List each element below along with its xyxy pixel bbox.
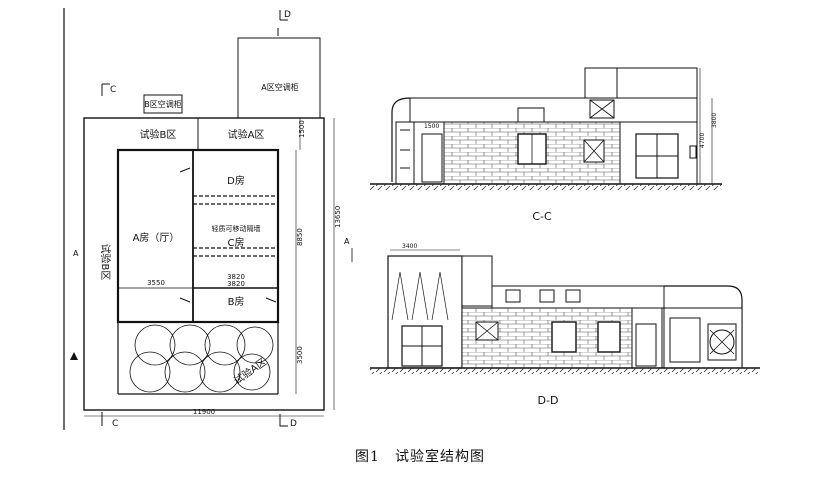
dim-8850: 8850	[296, 228, 304, 246]
dd-window-2	[597, 321, 621, 353]
dd-ac-fan	[709, 329, 735, 355]
cc-section-label: C-C	[532, 210, 552, 223]
b-zone-ac-unit	[143, 94, 183, 114]
dim-3820-a: 3820	[227, 273, 245, 281]
cc-duct-curve	[391, 97, 411, 182]
dim-1500: 1500	[298, 120, 306, 138]
figure-caption: 图1 试验室结构图	[355, 449, 485, 465]
dd-window-1	[551, 321, 577, 353]
room-b-label: B房	[228, 295, 245, 308]
zone-b-left-label: 试验B区	[99, 244, 112, 281]
diffuser-circles	[129, 324, 274, 393]
room-c-label: C房	[228, 236, 245, 249]
cc-roof-unit	[584, 67, 698, 99]
a-zone-ac-unit	[237, 37, 321, 119]
door-swing-3	[265, 297, 277, 303]
dd-left-upper-box	[461, 255, 493, 307]
cc-duct-unit	[395, 121, 415, 185]
arrow-a-right-label: A	[344, 237, 350, 246]
b-zone-ac-label: B区空调柜	[144, 99, 182, 109]
arrow-a-left-label: A	[73, 249, 79, 258]
dd-ac-housing	[664, 285, 743, 368]
zone-a-top-label: 试验A区	[228, 128, 265, 141]
inner-block	[116, 148, 280, 324]
dim-3820-b: 3820	[227, 280, 245, 288]
cc-dim-4700: 4700	[699, 133, 706, 148]
cc-dim-3800: 3800	[711, 113, 718, 128]
dd-dim-3400: 3400	[402, 243, 417, 250]
cc-upper-beam	[409, 97, 698, 123]
svg-text:C: C	[112, 419, 118, 429]
cc-door	[421, 133, 443, 183]
section-d-d: 3400 D-D	[370, 243, 760, 407]
floor-plan: D C C D B区空调柜 A区空调柜 试验B区 试验A区	[63, 8, 353, 430]
cut-marker-c-left-bottom: C	[101, 412, 118, 429]
dim-13650: 13650	[334, 206, 342, 228]
dd-upper-vent-2	[539, 289, 555, 303]
section-c-c: 1500 4700 3800 C-C	[370, 67, 722, 223]
dd-upper-vent-3	[565, 289, 581, 303]
dd-ground-hatch	[370, 368, 760, 374]
cc-dim-1500: 1500	[424, 123, 439, 130]
dd-diffuser-lines	[391, 271, 449, 321]
zone-b-top-label: 试验B区	[140, 128, 177, 141]
cc-upper-window	[517, 107, 545, 123]
dd-section-label: D-D	[538, 394, 559, 407]
cc-ground-hatch	[370, 184, 722, 190]
cut-marker-d-top: D	[277, 10, 291, 36]
cc-side-fixture	[689, 145, 697, 159]
door-swing-2	[179, 297, 191, 303]
insulated-board-label: 轻质可移动隔墙	[212, 224, 261, 233]
dim-3550: 3550	[147, 279, 165, 287]
svg-text:C: C	[110, 85, 116, 95]
cc-vent-cross	[589, 99, 615, 119]
room-a-label: A房（厅）	[133, 231, 180, 244]
dd-upper-vent-1	[505, 289, 521, 303]
cut-marker-c-left-top: C	[101, 83, 116, 96]
arrow-head-left	[70, 352, 78, 360]
dim-11900: 11900	[193, 408, 215, 416]
dd-door	[635, 323, 657, 367]
door-swing-1	[179, 167, 191, 173]
svg-text:D: D	[284, 10, 291, 20]
cut-marker-d-bottom: D	[279, 414, 297, 429]
dd-ac-panel	[669, 317, 701, 363]
dim-3500: 3500	[296, 346, 304, 364]
svg-text:D: D	[290, 419, 297, 429]
room-d-label: D房	[227, 174, 245, 187]
a-zone-ac-label: A区空调柜	[261, 82, 298, 92]
